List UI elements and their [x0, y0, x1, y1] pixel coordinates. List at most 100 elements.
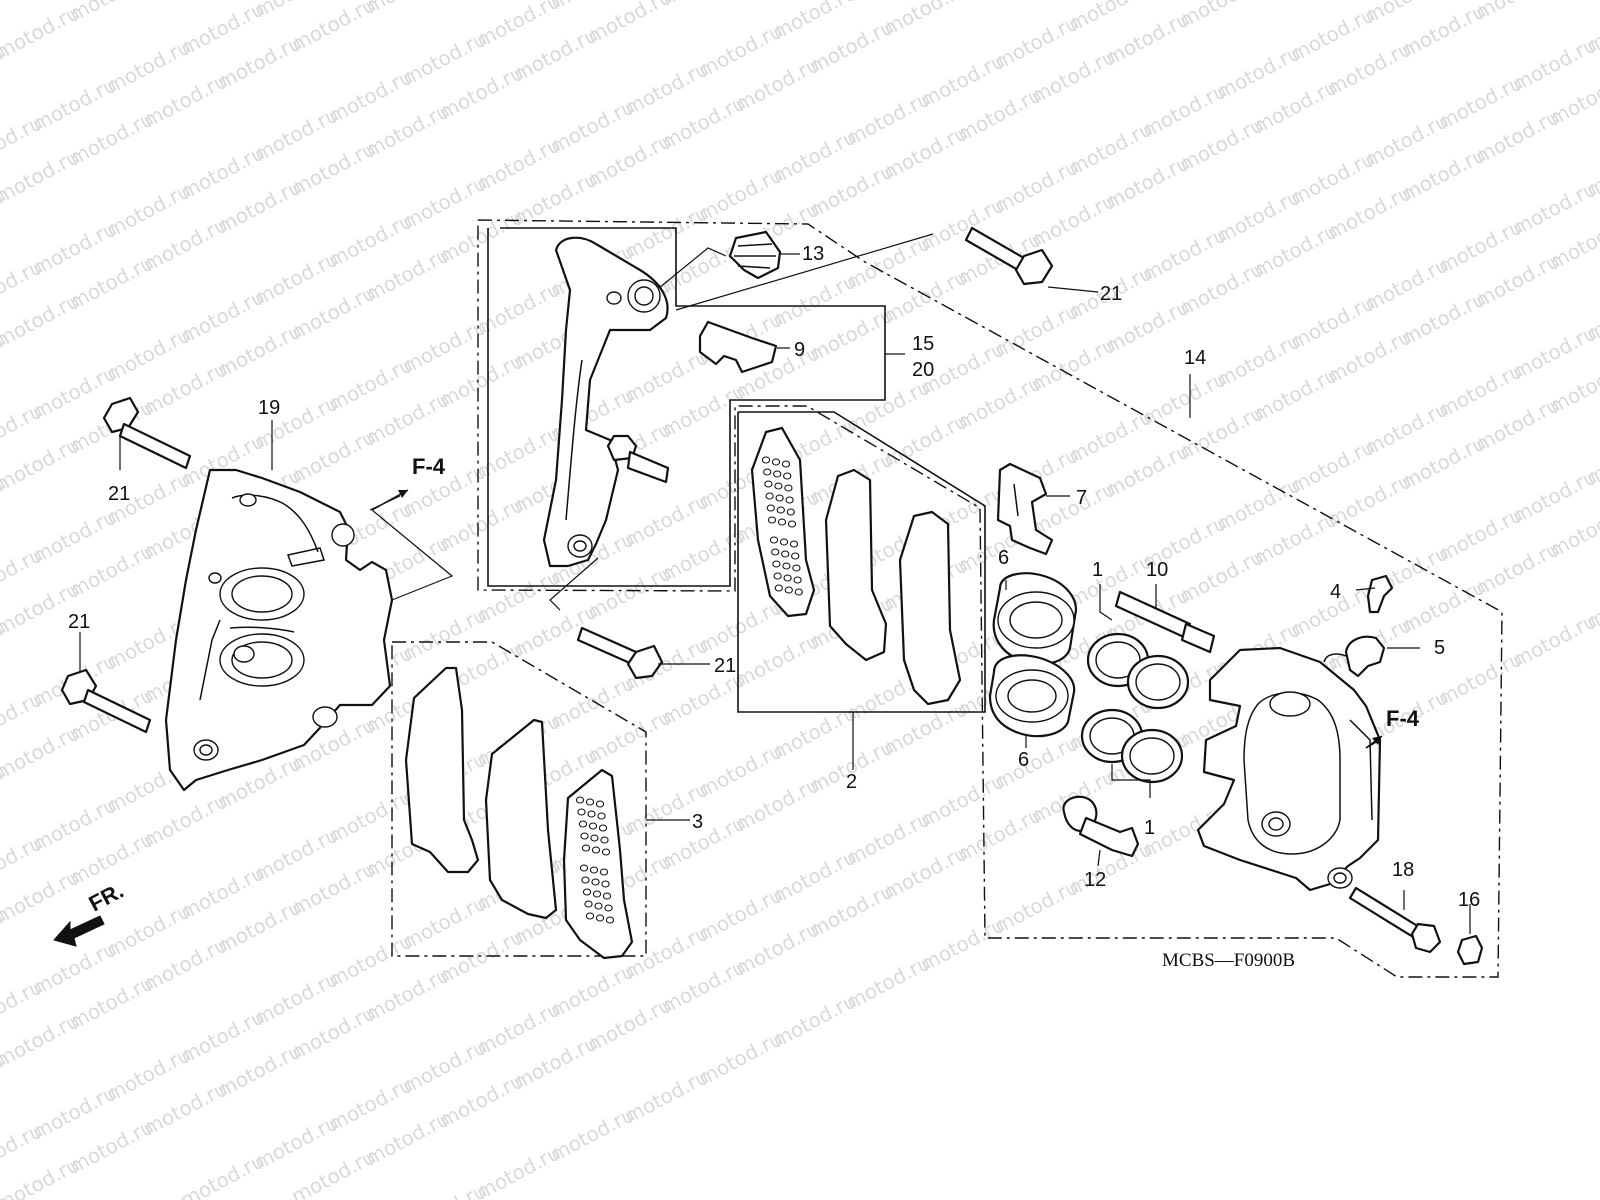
watermark-text: motod.ru [1175, 0, 1267, 32]
pin-bolt-12 [1062, 795, 1140, 858]
callout-13: 13 [802, 243, 824, 265]
pad-dot [591, 846, 601, 854]
watermark-text: motod.ru [879, 0, 971, 40]
pad-dot [781, 550, 790, 558]
callout-7: 7 [1076, 487, 1087, 509]
pad-dot [789, 540, 799, 548]
pad-dot [773, 572, 782, 580]
pad-dot [782, 562, 791, 570]
pad-dot [784, 484, 793, 492]
callout-15: 15 [912, 333, 934, 355]
pad-dot [590, 834, 599, 842]
pad-pin-18 [1348, 886, 1442, 954]
pad-dot [594, 902, 603, 910]
callout-1-upper: 1 [1092, 559, 1103, 581]
pad-dot [775, 494, 784, 502]
pad-dot [779, 538, 789, 546]
pad-dot [589, 866, 599, 874]
watermark-text: motod.ru [953, 0, 1045, 2]
bleeder-screw-4 [1366, 574, 1394, 614]
pad-dot [767, 516, 777, 524]
callout-10: 10 [1146, 559, 1168, 581]
callout-20: 20 [912, 359, 934, 381]
bolt-21-a [102, 396, 192, 470]
watermark-text: motod.ru [1471, 0, 1563, 24]
pad-dot [595, 914, 605, 922]
pad-dot [600, 836, 609, 844]
pad-dot [777, 518, 787, 526]
piston-6-upper [992, 572, 1078, 666]
pad-retainer-7 [996, 462, 1054, 556]
pad-dot [579, 864, 589, 872]
pad-dot [766, 504, 775, 512]
pad-dot [765, 492, 774, 500]
pad-dot [771, 458, 781, 466]
piston-6-lower [988, 654, 1076, 738]
pad-dot [584, 900, 593, 908]
pad-dot [575, 796, 585, 804]
pad-dot [772, 560, 781, 568]
group-boxes [391, 219, 1503, 978]
pad-dot [781, 460, 791, 468]
callout-12: 12 [1084, 869, 1106, 891]
pad-2-friction-dots [761, 456, 803, 596]
pad-dot [774, 584, 783, 592]
piston-seals-1 [1080, 632, 1190, 784]
callout-4: 4 [1330, 581, 1341, 603]
pad-dot [598, 824, 608, 832]
pad-dot [591, 878, 600, 886]
pad-spring-9 [698, 320, 778, 374]
callout-19: 19 [258, 397, 280, 419]
pad-dot [786, 508, 795, 516]
pad-dot [601, 848, 611, 856]
box-3 [391, 641, 647, 957]
pad-dot [599, 868, 609, 876]
pad-dot [581, 844, 591, 852]
pad-dot [794, 588, 803, 596]
pad-dot [783, 574, 792, 582]
callout-1-lower: 1 [1144, 817, 1155, 839]
callout-numbers: 13 21 9 15 20 14 19 21 7 6 1 10 4 21 5 2… [68, 243, 1480, 911]
pad-dot [595, 800, 605, 808]
watermark-text: motod.ru [583, 0, 675, 48]
bolt-21-d [964, 226, 1054, 286]
boot-13 [728, 230, 782, 280]
pad-dot [582, 888, 592, 896]
callout-5: 5 [1434, 637, 1445, 659]
callout-3: 3 [692, 811, 703, 833]
pad-dot [592, 890, 602, 898]
pad-dot [776, 506, 785, 514]
callout-21-center: 21 [714, 655, 736, 677]
bleeder-cap-5 [1323, 635, 1386, 678]
ref-tag-right: F-4 [1386, 706, 1420, 731]
caliper-body-14 [1196, 646, 1382, 892]
callout-6-upper: 6 [998, 547, 1009, 569]
pad-dot [791, 552, 800, 560]
bolt-21-c [576, 626, 664, 680]
pad-dot [784, 586, 793, 594]
pad-dot [602, 892, 612, 900]
pad-dot [604, 904, 613, 912]
watermark-text: motod.ru [287, 0, 379, 56]
pad-dot [774, 482, 783, 490]
pad-dot [585, 912, 595, 920]
callout-21-upper-left: 21 [108, 483, 130, 505]
pad-dot [601, 880, 610, 888]
pad-dot [771, 548, 780, 556]
watermark-text: motod.ru [657, 0, 749, 10]
drawing-code: MCBS—F0900B [1162, 950, 1295, 971]
ref-arrows [371, 489, 1383, 749]
pad-dot [588, 822, 598, 830]
pad-dot [764, 480, 773, 488]
front-direction-label: FR. [85, 878, 128, 917]
pad-dot [787, 520, 797, 528]
callout-2: 2 [846, 771, 857, 793]
pad-dot [763, 468, 772, 476]
pad-dot [773, 470, 782, 478]
bolt-21-b [60, 668, 152, 734]
watermark-text: motod.ru [65, 0, 157, 26]
pad-dot [597, 812, 606, 820]
ref-tag-left: F-4 [412, 454, 446, 479]
pad-pin-10 [1114, 590, 1216, 654]
